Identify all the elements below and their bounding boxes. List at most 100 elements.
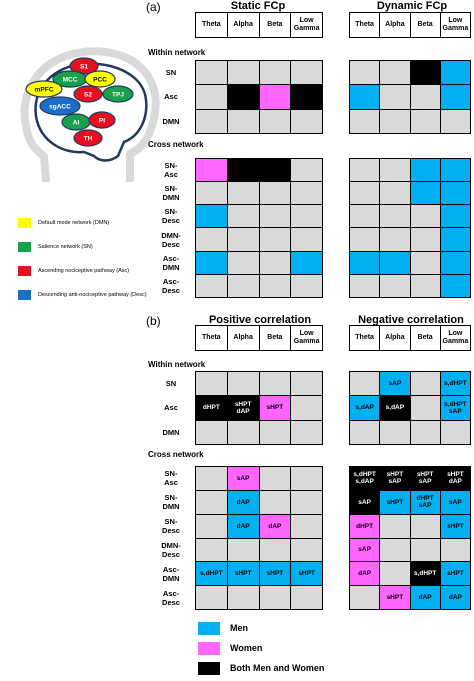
network-legend-label-2: Ascending nociceptive pathway (Asc) xyxy=(38,268,130,274)
positive-cross-cell-r0-c3 xyxy=(291,467,322,490)
static-cross-grid xyxy=(195,158,323,298)
negative-cross-cell-r5-c3: dAP xyxy=(440,586,470,609)
negative-within-cell-r0-c3: s,dHPT xyxy=(440,372,470,396)
a-dynamic-header-theta: Theta xyxy=(350,13,381,37)
brain-region-label-s1: S1 xyxy=(80,64,88,71)
static-cross-cell-r5-c0 xyxy=(196,274,227,297)
dynamic-cross-cell-r3-c3 xyxy=(440,228,470,251)
positive-within-cell-r1-c0: dHPT xyxy=(196,396,227,420)
negative-within-cell-r0-c1: sAP xyxy=(380,372,410,396)
a-static-header-alpha: Alpha xyxy=(228,13,260,37)
static-within-cell-r2-c1 xyxy=(227,109,259,133)
brain-region-pi xyxy=(88,111,116,129)
network-legend-swatch-2 xyxy=(18,266,31,276)
negative-cross-cell-r1-c3: sAP xyxy=(440,490,470,514)
negative-within-cell-r0-c0 xyxy=(350,372,380,396)
row-label-dmn: DMN xyxy=(162,428,180,438)
static-cross-cell-r2-c3 xyxy=(291,205,322,228)
static-cross-cell-r3-c0 xyxy=(196,228,227,251)
positive-cross-cell-r1-c3 xyxy=(291,490,322,514)
positive-cross-cell-r5-c2 xyxy=(259,586,291,609)
row-label-asc: Asc xyxy=(164,403,178,413)
negative-cross-cell-r1-c1: sHPT xyxy=(380,490,410,514)
dynamic-cross-cell-r1-c1 xyxy=(380,182,410,205)
b-positive-header-low-gamma: Low Gamma xyxy=(293,330,320,345)
positive-cross-cell-r4-c2: sHPT xyxy=(259,562,291,586)
positive-cross-cell-r5-c3 xyxy=(291,586,322,609)
dynamic-within-cell-r0-c1 xyxy=(380,61,410,85)
dynamic-cross-cell-r3-c2 xyxy=(410,228,440,251)
positive-cross-cell-r5-c1 xyxy=(227,586,259,609)
brain-region-label-s2: S2 xyxy=(84,92,92,99)
dynamic-cross-cell-r0-c0 xyxy=(350,159,380,182)
network-legend-label-3: Descending anti-nociceptive pathway (Des… xyxy=(38,292,147,298)
negative-cross-cell-r3-c3 xyxy=(440,538,470,562)
row-label-sn-desc: SN-Desc xyxy=(162,517,180,535)
static-cross-cell-r3-c2 xyxy=(259,228,291,251)
static-cross-cell-r1-c0 xyxy=(196,182,227,205)
positive-cross-cell-r3-c3 xyxy=(291,538,322,562)
negative-cross-cell-r3-c2 xyxy=(410,538,440,562)
dynamic-cross-cell-r4-c1 xyxy=(380,251,410,274)
negative-cross-cell-r2-c0: dHPT xyxy=(350,514,380,538)
static-cross-cell-r2-c0 xyxy=(196,205,227,228)
dynamic-cross-cell-r5-c2 xyxy=(410,274,440,297)
static-cross-cell-r2-c1 xyxy=(227,205,259,228)
brain-region-label-ai: AI xyxy=(73,120,80,127)
negative-within-cell-r2-c2 xyxy=(410,420,440,444)
dynamic-cross-cell-r1-c3 xyxy=(440,182,470,205)
dynamic-cross-cell-r4-c2 xyxy=(410,251,440,274)
dynamic-cross-cell-r5-c3 xyxy=(440,274,470,297)
negative-cross-cell-r2-c3: sHPT xyxy=(440,514,470,538)
negative-cross-cell-r5-c2: dAP xyxy=(410,586,440,609)
negative-cross-cell-r4-c2: s,dHPT xyxy=(410,562,440,586)
a-dynamic-header-alpha: Alpha xyxy=(380,13,411,37)
row-label-sn-asc: SN-Asc xyxy=(164,160,178,179)
static-within-cell-r2-c0 xyxy=(196,109,227,133)
row-label-asc-desc: Asc-Desc xyxy=(162,589,180,607)
static-cross-cell-r5-c2 xyxy=(259,274,291,297)
negative-cross-cell-r2-c2 xyxy=(410,514,440,538)
brain-region-label-mpfc: mPFC xyxy=(35,87,54,94)
static-cross-cell-r1-c3 xyxy=(291,182,322,205)
sex-legend-swatch-1 xyxy=(198,642,220,655)
dynamic-cross-cell-r0-c2 xyxy=(410,159,440,182)
static-cross-cell-r1-c2 xyxy=(259,182,291,205)
positive-within-cell-r0-c3 xyxy=(291,372,322,396)
static-within-cell-r0-c0 xyxy=(196,61,227,85)
static-within-cell-r1-c1 xyxy=(227,85,259,109)
row-label-sn: SN xyxy=(165,378,177,388)
dynamic-cross-cell-r0-c1 xyxy=(380,159,410,182)
positive-cross-cell-r2-c3 xyxy=(291,514,322,538)
positive-within-cell-r2-c2 xyxy=(259,420,291,444)
dynamic-cross-cell-r0-c3 xyxy=(440,159,470,182)
sex-legend-swatch-2 xyxy=(198,662,220,675)
static-cross-cell-r4-c2 xyxy=(259,251,291,274)
row-label-asc-dmn: Asc-DMN xyxy=(162,253,180,272)
row-label-sn-dmn: SN-DMN xyxy=(162,493,180,511)
brain-region-sgacc xyxy=(39,96,81,116)
dynamic-within-cell-r2-c3 xyxy=(440,109,470,133)
negative-cross-cell-r4-c0: dAP xyxy=(350,562,380,586)
a-dynamic-header-beta: Beta xyxy=(411,13,441,37)
static-within-cell-r1-c0 xyxy=(196,85,227,109)
a-static-header-beta: Beta xyxy=(260,13,292,37)
b-negative-header-low-gamma: Low Gamma xyxy=(442,330,469,345)
positive-cross-cell-r3-c0 xyxy=(196,538,227,562)
row-label-dmn-desc: DMN-Desc xyxy=(161,230,181,249)
row-label-asc-dmn: Asc-DMN xyxy=(162,565,180,583)
static-cross-cell-r4-c1 xyxy=(227,251,259,274)
negative-cross-cell-r4-c1 xyxy=(380,562,410,586)
a-dynamic-header-low-gamma: Low Gamma xyxy=(442,17,469,32)
network-legend-swatch-0 xyxy=(18,218,31,228)
static-cross-cell-r5-c3 xyxy=(291,274,322,297)
negative-within-cell-r1-c2 xyxy=(410,396,440,420)
